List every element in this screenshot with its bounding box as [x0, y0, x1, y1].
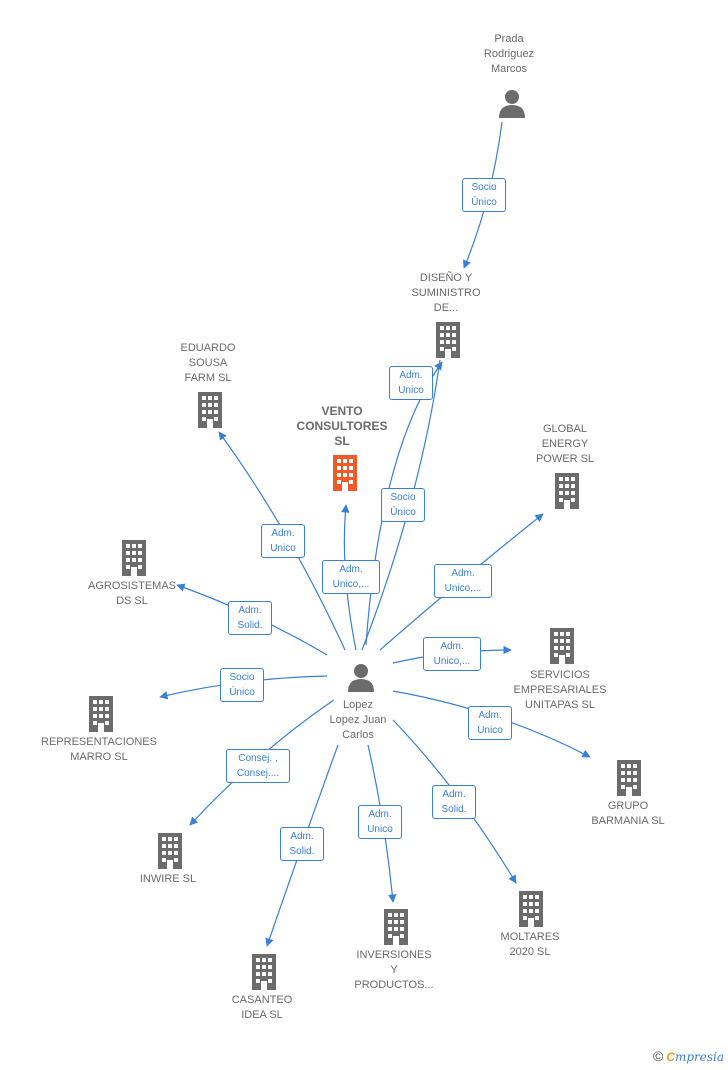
brand-logo-letter: C: [666, 1050, 675, 1064]
edge-label-lopez-representaciones[interactable]: Socio Único: [220, 668, 264, 702]
node-label-prada[interactable]: Prada Rodriguez Marcos: [483, 33, 535, 75]
edge-label-lopez-moltares[interactable]: Adm. Solid.: [432, 785, 476, 819]
node-label-moltares[interactable]: MOLTARES 2020 SL: [500, 931, 560, 958]
edge-label-lopez-casanteo[interactable]: Adm. Solid.: [280, 827, 324, 861]
edge-label-lopez-diseno-socio[interactable]: Socio Único: [381, 488, 425, 522]
node-label-servicios[interactable]: SERVICIOS EMPRESARIALES UNITAPAS SL: [513, 669, 607, 711]
building-icon-global: [555, 473, 579, 509]
node-label-global[interactable]: GLOBAL ENERGY POWER SL: [535, 423, 595, 465]
building-icon-moltares: [519, 891, 543, 927]
node-label-inwire[interactable]: INWIRE SL: [139, 873, 197, 885]
edge-label-lopez-grupo[interactable]: Adm. Unico: [468, 706, 512, 740]
node-label-inversiones[interactable]: INVERSIONES Y PRODUCTOS...: [354, 949, 434, 991]
edge-label-lopez-servicios[interactable]: Adm. Unico,...: [423, 637, 481, 671]
building-icon-inwire: [158, 833, 182, 869]
building-icon-inversiones: [384, 909, 408, 945]
node-label-lopez[interactable]: Lopez Lopez Juan Carlos: [329, 699, 387, 741]
edge-label-lopez-vento[interactable]: Adm. Unico,...: [322, 560, 380, 594]
building-icon-eduardo: [198, 392, 222, 428]
building-icon-agro: [122, 540, 146, 576]
edge-label-lopez-agro[interactable]: Adm. Solid.: [228, 601, 272, 635]
node-label-diseno[interactable]: DISEÑO Y SUMINISTRO DE...: [411, 272, 481, 314]
edge-label-lopez-diseno-adm[interactable]: Adm. Unico: [389, 366, 433, 400]
building-icon-grupo: [617, 760, 641, 796]
brand-name: mpresia: [674, 1050, 724, 1064]
building-icon-casanteo: [252, 954, 276, 990]
node-label-agro[interactable]: AGROSISTEMAS DS SL: [87, 580, 177, 607]
building-icon-vento: [333, 455, 357, 491]
node-label-casanteo[interactable]: CASANTEO IDEA SL: [231, 994, 293, 1021]
edge-label-lopez-eduardo[interactable]: Adm. Unico: [261, 524, 305, 558]
node-label-vento[interactable]: VENTO CONSULTORES SL: [296, 404, 388, 448]
edge-label-lopez-inversiones[interactable]: Adm. Unico: [358, 805, 402, 839]
edge-label-lopez-inwire[interactable]: Consej. , Consej....: [226, 749, 290, 783]
node-label-eduardo[interactable]: EDUARDO SOUSA FARM SL: [180, 342, 236, 384]
building-icon-diseno: [436, 322, 460, 358]
person-icon-prada: [499, 90, 525, 118]
building-icon-representaciones: [89, 696, 113, 732]
footer-brand[interactable]: ©Cmpresia: [653, 1048, 724, 1064]
edge-label-lopez-global[interactable]: Adm. Unico,...: [434, 564, 492, 598]
node-label-representaciones[interactable]: REPRESENTACIONES MARRO SL: [41, 736, 157, 763]
person-icon-lopez: [348, 664, 374, 692]
building-icon-servicios: [550, 628, 574, 664]
node-label-grupo[interactable]: GRUPO BARMANIA SL: [591, 800, 665, 827]
copyright-icon: ©: [652, 1048, 664, 1064]
edge-label-prada-diseno[interactable]: Socio Único: [462, 178, 506, 212]
